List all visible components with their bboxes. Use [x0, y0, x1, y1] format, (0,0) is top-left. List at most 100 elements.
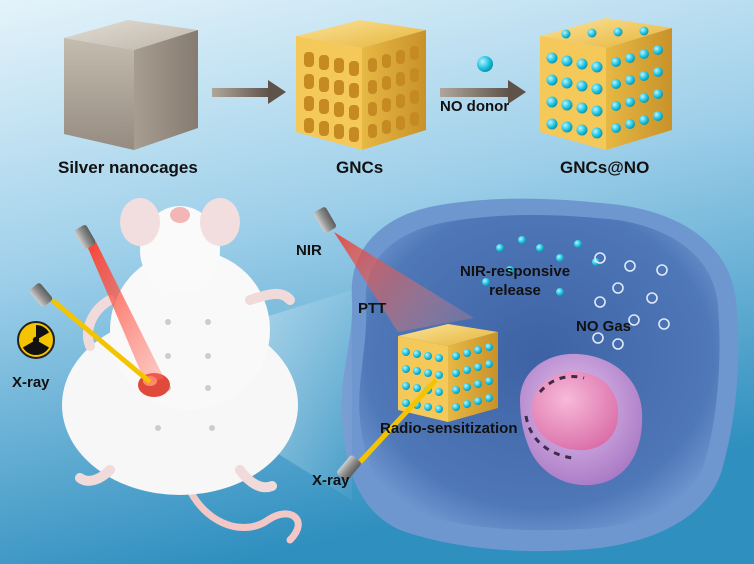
no-particle — [485, 360, 493, 368]
no-particle — [611, 57, 621, 67]
no-particle — [591, 105, 603, 117]
no-gas-bubble — [628, 314, 640, 326]
no-particle — [639, 49, 649, 59]
no-particle — [611, 101, 621, 111]
silver-nanocage — [64, 20, 198, 150]
released-no-particle — [482, 278, 490, 286]
no-particle — [587, 28, 597, 38]
no-particle — [485, 394, 493, 402]
no-particle — [402, 348, 410, 356]
no-particle — [435, 405, 443, 413]
gnc-pore — [334, 58, 344, 73]
gnc-pore — [368, 80, 377, 94]
no-gas-bubble — [594, 296, 606, 308]
xray-bottom-label: X-ray — [312, 472, 350, 489]
gnc-pore — [349, 127, 359, 142]
xray-left-label: X-ray — [12, 374, 50, 391]
no-particle — [424, 352, 432, 360]
no-gas-bubble — [594, 252, 606, 264]
released-no-particle — [556, 288, 564, 296]
gnc-pore — [382, 54, 391, 68]
gnc-pore — [349, 83, 359, 98]
no-particle — [452, 403, 460, 411]
no-particle — [463, 366, 471, 374]
no-particle — [546, 118, 558, 130]
laser-emitter-icon — [74, 225, 96, 249]
no-particle — [485, 343, 493, 351]
released-no-particle — [496, 244, 504, 252]
gnc-pore — [334, 124, 344, 139]
gnc-pore — [396, 94, 405, 108]
no-gas-bubble — [656, 264, 668, 276]
no-particle — [653, 45, 663, 55]
no-gas-bubble — [646, 292, 658, 304]
no-particle — [474, 397, 482, 405]
no-particle — [413, 384, 421, 392]
no-particle — [435, 371, 443, 379]
no-gas-bubble — [612, 338, 624, 350]
no-particle — [452, 386, 460, 394]
no-particle — [546, 52, 558, 64]
xray-beam-cell — [358, 378, 438, 464]
gnc-pore — [396, 50, 405, 64]
no-particle — [639, 93, 649, 103]
arrow-silver-to-gnc — [212, 80, 286, 104]
gnc-pore — [396, 116, 405, 130]
no-particle — [625, 75, 635, 85]
gncs-no-label: GNCs@NO — [560, 158, 650, 177]
no-particle — [653, 67, 663, 77]
no-particle — [625, 97, 635, 107]
no-particle — [625, 119, 635, 129]
no-particle — [463, 400, 471, 408]
no-particle — [463, 349, 471, 357]
no-particle — [452, 369, 460, 377]
gnc-pore — [410, 112, 419, 126]
no-particle — [561, 29, 571, 39]
no-particle — [561, 99, 573, 111]
nucleus — [520, 353, 643, 486]
gnc-pore — [368, 124, 377, 138]
gnc-pore — [304, 96, 314, 111]
no-particle — [413, 367, 421, 375]
no-particle — [402, 365, 410, 373]
gnc-pore — [319, 121, 329, 136]
no-gas-bubble — [592, 332, 604, 344]
no-particle — [576, 124, 588, 136]
no-particle — [653, 111, 663, 121]
gnc-pore — [304, 74, 314, 89]
radiation-icon — [17, 321, 55, 359]
no-particle — [546, 96, 558, 108]
cell-cage-no-particles — [402, 343, 493, 413]
gnc-pore — [382, 76, 391, 90]
no-gas-particles — [482, 236, 670, 350]
no-particle — [463, 383, 471, 391]
nir-laser-cone — [334, 232, 474, 332]
gnc-pore — [319, 99, 329, 114]
gnc-pore — [382, 98, 391, 112]
no-particle — [435, 388, 443, 396]
no-gas-bubble — [658, 318, 670, 330]
gnc-pore — [304, 52, 314, 67]
laser-beam-mouse — [88, 242, 164, 384]
gnc-pore — [334, 80, 344, 95]
no-particle — [413, 350, 421, 358]
released-no-particle — [506, 266, 514, 274]
no-particle — [561, 121, 573, 133]
gnc-pore — [349, 105, 359, 120]
no-particle — [591, 83, 603, 95]
ptt-label: PTT — [358, 300, 387, 317]
gnc-pore — [368, 58, 377, 72]
no-gas-bubble — [612, 282, 624, 294]
nir-responsive-release-label: NIR-responsive release — [460, 263, 571, 299]
gnc-pore — [410, 90, 419, 104]
no-particle — [653, 89, 663, 99]
nir-emitter-icon — [314, 207, 336, 233]
no-donor-label: NO donor — [440, 98, 510, 115]
no-particle — [611, 79, 621, 89]
silver-nanocages-label: Silver nanocages — [58, 158, 198, 177]
no-particle — [474, 346, 482, 354]
gncs-label: GNCs — [336, 158, 384, 177]
released-no-particle — [518, 236, 526, 244]
